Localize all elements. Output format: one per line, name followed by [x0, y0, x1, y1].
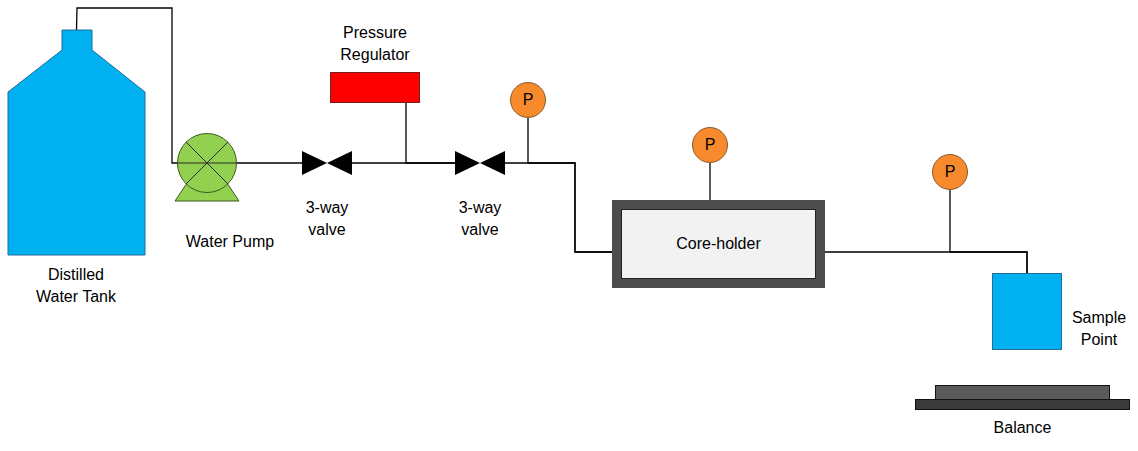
water-tank: Distilled Water Tank: [8, 30, 145, 255]
three-way-valve: 3-way valve: [302, 151, 352, 175]
pressure-gauge: P: [932, 154, 968, 190]
core-holder: Core-holder: [612, 200, 825, 288]
node-label: 3-way valve: [440, 197, 520, 241]
three-way-valve-outline: [455, 151, 505, 175]
pipe-line: [406, 103, 455, 163]
balance: Balance: [915, 385, 1130, 410]
pressure-regulator-outline: [330, 72, 420, 103]
pipe-line: [950, 190, 1027, 273]
pressure-regulator: Pressure Regulator: [330, 72, 420, 103]
pipe-line: [825, 252, 1027, 273]
node-text: Core-holder: [612, 200, 825, 288]
node-label: Pressure Regulator: [320, 22, 430, 66]
node-label: Balance: [915, 417, 1130, 439]
three-way-valve: 3-way valve: [455, 151, 505, 175]
node-text: P: [692, 127, 728, 163]
node-label: Water Pump: [165, 231, 295, 253]
pipe-line: [505, 163, 612, 252]
sample-beaker: Sample Point: [992, 273, 1062, 350]
node-label: Distilled Water Tank: [26, 264, 126, 308]
water-tank-outline: [8, 30, 145, 255]
pipe-line: [528, 118, 612, 252]
node-text: P: [510, 82, 546, 118]
pressure-gauge: P: [692, 127, 728, 163]
three-way-valve-outline: [302, 151, 352, 175]
water-pump: Water Pump: [177, 133, 237, 193]
sample-beaker-outline: [992, 273, 1062, 350]
node-label: Sample Point: [1068, 307, 1130, 351]
pipe-line: [237, 162, 302, 163]
water-pump-outline: [177, 133, 237, 193]
pipe-line: [709, 163, 710, 200]
node-text: P: [932, 154, 968, 190]
node-label: 3-way valve: [287, 197, 367, 241]
pressure-gauge: P: [510, 82, 546, 118]
balance-outline: [915, 385, 1130, 410]
